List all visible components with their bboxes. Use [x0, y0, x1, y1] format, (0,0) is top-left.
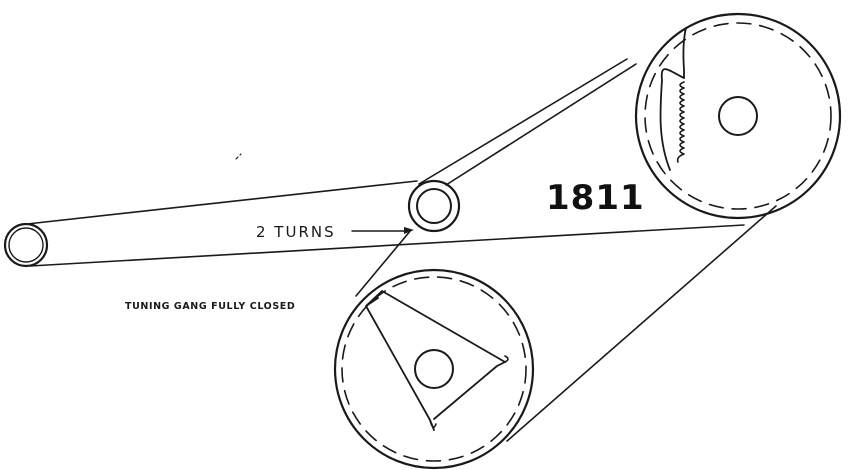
turns-label: 2 TURNS — [256, 223, 336, 241]
turns-callout — [351, 227, 414, 234]
cord-anchor — [365, 290, 506, 431]
center-idler-pulley — [407, 179, 461, 233]
caption: TUNING GANG FULLY CLOSED — [125, 301, 295, 312]
left-idler-pulley — [3, 222, 49, 268]
arrow-head-icon — [404, 227, 414, 234]
gang-drum-lower — [333, 268, 535, 470]
model-number: 1811 — [546, 178, 645, 218]
tension-spring — [676, 81, 685, 163]
dial-cord — [26, 58, 777, 442]
drive-drum-upper — [634, 12, 842, 220]
